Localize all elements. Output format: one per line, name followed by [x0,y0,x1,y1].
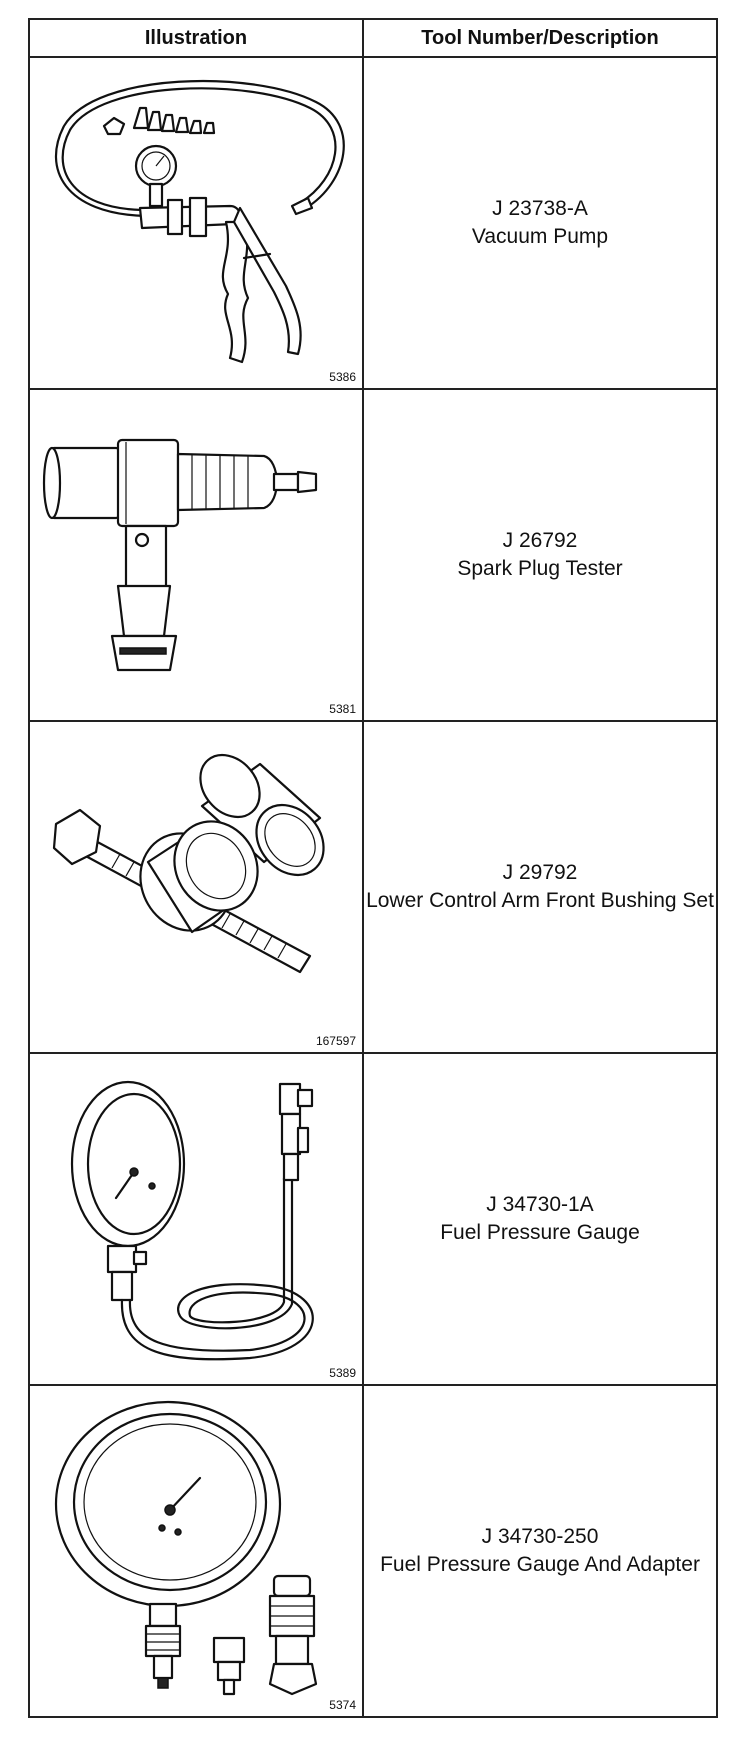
vacuum-pump-icon [54,79,345,364]
spark-plug-tester-icon [42,438,318,672]
figure-number: 5386 [329,370,356,384]
illustration-cell: 5386 [28,56,364,390]
table-row: 5386 J 23738-A Vacuum Pump [28,56,718,390]
bushing-set-icon [52,753,325,974]
figure-number: 5381 [329,702,356,716]
header-illustration: Illustration [28,18,364,58]
figure-number: 167597 [315,1034,356,1048]
illustration-cell: 5374 [28,1384,364,1718]
tool-number: J 34730-1A [486,1193,594,1216]
illustration-cell: 167597 [28,720,364,1054]
illustration-cell: 5389 [28,1052,364,1386]
tool-description: J 23738-A Vacuum Pump [362,56,718,390]
tool-number: J 34730-250 [481,1525,599,1548]
tool-description: J 26792 Spark Plug Tester [362,388,718,722]
table-row: 167597 J 29792 Lower Control Arm Front B… [28,720,718,1054]
table-row: 5389 J 34730-1A Fuel Pressure Gauge [28,1052,718,1386]
tool-table: Illustration Tool Number/Description [28,18,718,1718]
figure-number: 5389 [329,1366,356,1380]
figure-number: 5374 [329,1698,356,1712]
table-header-row: Illustration Tool Number/Description [28,18,718,58]
table-row: 5374 J 34730-250 Fuel Pressure Gauge And… [28,1384,718,1718]
tool-number: J 29792 [502,861,578,884]
tool-name: Vacuum Pump [471,225,609,248]
tool-description: J 34730-250 Fuel Pressure Gauge And Adap… [362,1384,718,1718]
tool-name: Spark Plug Tester [457,557,623,580]
tool-name: Lower Control Arm Front Bushing Set [366,889,714,912]
tool-number: J 26792 [502,529,578,552]
tool-description: J 34730-1A Fuel Pressure Gauge [362,1052,718,1386]
gauge-adapter-icon [54,1400,318,1696]
tool-name: Fuel Pressure Gauge And Adapter [380,1553,700,1576]
illustration-cell: 5381 [28,388,364,722]
tool-description: J 29792 Lower Control Arm Front Bushing … [362,720,718,1054]
tool-number: J 23738-A [492,197,588,220]
header-tool: Tool Number/Description [362,18,718,58]
table-row: 5381 J 26792 Spark Plug Tester [28,388,718,722]
tool-name: Fuel Pressure Gauge [440,1221,640,1244]
fuel-pressure-gauge-icon [70,1080,314,1361]
